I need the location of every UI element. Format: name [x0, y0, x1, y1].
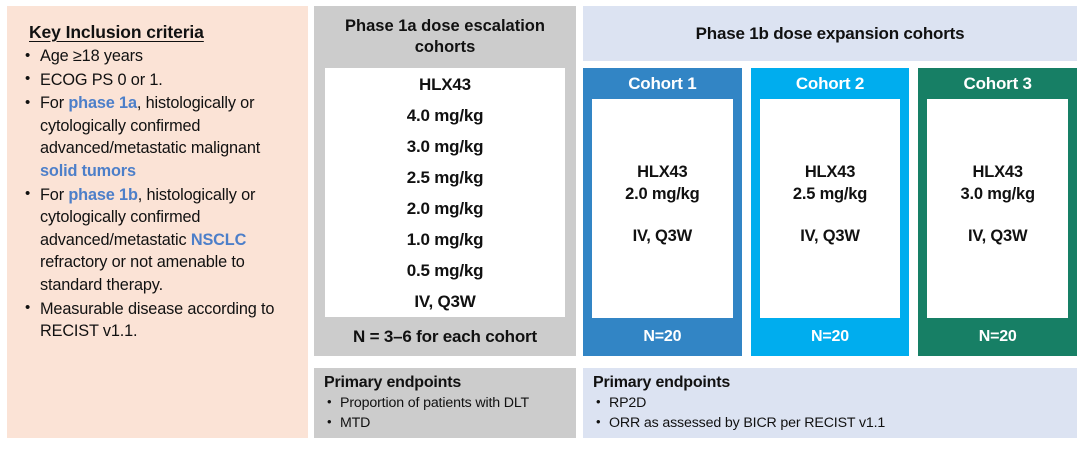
- cohort-route: IV, Q3W: [800, 227, 860, 245]
- inclusion-criteria-item: Measurable disease according to RECIST v…: [23, 297, 294, 343]
- criteria-text: Measurable disease according to RECIST v…: [40, 299, 275, 341]
- criteria-text: , histologically or cytologically confir…: [40, 185, 256, 249]
- phase-1b-endpoints-list: RP2DORR as assessed by BICR per RECIST v…: [593, 392, 1067, 433]
- phase-1a-header: Phase 1a dose escalation cohorts: [345, 17, 545, 56]
- cohort-title: Cohort 2: [795, 73, 865, 93]
- phase-1a-dose-level: 4.0 mg/kg: [406, 105, 484, 125]
- criteria-text: Age ≥18 years: [40, 47, 143, 65]
- phase-1a-sample-size: N = 3–6 for each cohort: [353, 326, 537, 346]
- accent-term: NSCLC: [190, 230, 247, 249]
- inclusion-criteria-title: Key Inclusion criteria: [29, 22, 204, 42]
- phase-1a-panel: Phase 1a dose escalation cohorts HLX43 4.…: [314, 6, 576, 356]
- criteria-text: , histologically or cytologically confir…: [40, 94, 261, 158]
- phase-1a-route: IV, Q3W: [414, 291, 476, 311]
- accent-term: phase 1b: [68, 185, 138, 204]
- cohort-sample-size: N=20: [811, 328, 849, 345]
- phase-1a-endpoint-item: Proportion of patients with DLT: [324, 392, 566, 413]
- criteria-text: For: [40, 94, 69, 113]
- inclusion-criteria-item: Age ≥18 years: [23, 45, 294, 68]
- inclusion-criteria-item: For phase 1b, histologically or cytologi…: [23, 183, 294, 297]
- inclusion-criteria-panel: Key Inclusion criteria Age ≥18 yearsECOG…: [7, 6, 308, 438]
- phase-1b-endpoint-item: RP2D: [593, 392, 1067, 413]
- criteria-text: For: [40, 185, 69, 204]
- cohort-sample-size: N=20: [643, 328, 682, 345]
- phase-1a-dose-level: 2.5 mg/kg: [406, 167, 484, 187]
- phase-1a-drug-name: HLX43: [419, 74, 471, 94]
- phase-1a-dose-level: 0.5 mg/kg: [406, 260, 484, 280]
- inclusion-criteria-item: For phase 1a, histologically or cytologi…: [23, 92, 294, 182]
- phase-1a-dose-box: HLX43 4.0 mg/kg 3.0 mg/kg 2.5 mg/kg 2.0 mg/k…: [325, 68, 565, 317]
- criteria-text: refractory or not amenable to standard t…: [40, 253, 245, 294]
- cohort-route: IV, Q3W: [967, 227, 1028, 245]
- cohort-dose: 2.5 mg/kg: [792, 185, 868, 203]
- phase-1b-header: Phase 1b dose expansion cohorts: [583, 6, 1077, 61]
- inclusion-criteria-item: ECOG PS 0 or 1.: [23, 68, 294, 92]
- phase-1a-dose-level: 3.0 mg/kg: [406, 136, 484, 156]
- phase-1b-endpoints-title: Primary endpoints: [593, 374, 731, 391]
- phase-1b-endpoint-item: ORR as assessed by BICR per RECIST v1.1: [593, 412, 1067, 433]
- phase-1a-endpoint-item: MTD: [324, 412, 566, 433]
- accent-term: phase 1a: [68, 94, 137, 113]
- phase-1a-endpoints-list: Proportion of patients with DLTMTD: [324, 392, 566, 433]
- accent-term: solid tumors: [40, 161, 136, 180]
- cohort-drug-name: HLX43: [804, 163, 856, 181]
- phase-1b-endpoints-box: Primary endpoints RP2DORR as assessed by…: [583, 368, 1077, 438]
- inclusion-criteria-list: Age ≥18 yearsECOG PS 0 or 1. For phase 1a…: [23, 45, 294, 343]
- phase-1a-dose-level: 2.0 mg/kg: [406, 198, 484, 218]
- cohort-route: IV, Q3W: [632, 227, 693, 245]
- phase-1a-endpoints-title: Primary endpoints: [324, 374, 462, 391]
- cohort-dose: 2.0 mg/kg: [625, 185, 700, 203]
- cohort-title: Cohort 1: [628, 73, 697, 93]
- cohort-title: Cohort 3: [963, 73, 1032, 93]
- cohort-dose: 3.0 mg/kg: [960, 185, 1036, 203]
- cohort-drug-name: HLX43: [972, 163, 1024, 181]
- cohort-drug-name: HLX43: [637, 163, 688, 181]
- cohort-sample-size: N=20: [978, 328, 1017, 345]
- phase-1a-dose-level: 1.0 mg/kg: [406, 229, 484, 249]
- phase-1a-endpoints-box: Primary endpoints Proportion of patients…: [314, 368, 576, 438]
- criteria-text: ECOG PS 0 or 1.: [40, 70, 163, 89]
